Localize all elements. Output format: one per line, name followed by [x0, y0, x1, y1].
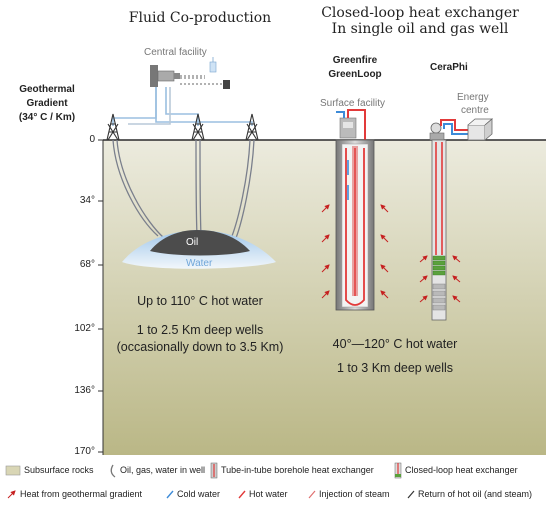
depth-tick-68: 68°	[79, 259, 95, 270]
heat-arrow-icon	[7, 490, 16, 499]
greenfire-label-line1: Greenfire	[332, 55, 378, 66]
surface-facility-label: Surface facility	[320, 98, 386, 109]
energy-centre-label-line1: Energy	[457, 92, 489, 103]
gradient-label-line2: Gradient	[26, 98, 68, 109]
steam-arrow-icon	[308, 490, 316, 499]
legend-return-oil: Return of hot oil (and steam)	[418, 489, 533, 499]
left-depth-note: (occasionally down to 3.5 Km)	[116, 340, 284, 354]
ceraphi-well	[431, 139, 447, 321]
derricks	[106, 113, 259, 141]
return-oil-arrow-icon	[407, 490, 415, 499]
central-facility-label: Central facility	[144, 47, 207, 58]
heat-arrows	[321, 204, 461, 303]
oil-label: Oil	[186, 237, 199, 248]
greenfire-surface	[336, 109, 366, 140]
title-fluid-coproduction: Fluid Co-production	[128, 10, 272, 26]
well-fluid-icon	[110, 464, 116, 478]
central-facility-icon	[150, 57, 230, 89]
depth-tick-102: 102°	[74, 323, 95, 334]
subsurface-rocks-icon	[5, 465, 21, 476]
left-wells	[112, 139, 255, 239]
greenfire-well	[335, 139, 375, 311]
left-temp-text: Up to 110° C hot water	[137, 294, 263, 308]
depth-tick-34: 34°	[79, 195, 95, 206]
legend-well-fluid: Oil, gas, water in well	[120, 465, 206, 475]
legend-tube-in-tube: Tube-in-tube borehole heat exchanger	[221, 465, 374, 475]
depth-tick-136: 136°	[74, 385, 95, 396]
title-closed-loop-line1: Closed-loop heat exchanger	[321, 5, 519, 21]
energy-centre-label-line2: centre	[461, 105, 489, 116]
subsurface-rocks	[103, 140, 546, 455]
surface-pipes-left	[112, 75, 253, 126]
right-temp-text: 40°—120° C hot water	[332, 337, 458, 351]
legend-subsurface-rocks: Subsurface rocks	[24, 465, 94, 475]
legend-heat: Heat from geothermal gradient	[20, 489, 143, 499]
water-label: Water	[186, 258, 213, 269]
title-closed-loop-line2: In single oil and gas well	[331, 21, 509, 37]
legend-cold-water: Cold water	[177, 489, 221, 499]
depth-tick-170: 170°	[74, 446, 95, 457]
legend-hot-water: Hot water	[249, 489, 288, 499]
cold-water-arrow-icon	[166, 490, 174, 499]
greenfire-label-line2: GreenLoop	[328, 69, 382, 80]
closed-loop-icon	[394, 462, 402, 479]
depth-tick-0: 0	[89, 134, 95, 145]
legend-steam: Injection of steam	[319, 489, 390, 499]
hot-water-arrow-icon	[238, 490, 246, 499]
left-depth-text: 1 to 2.5 Km deep wells	[136, 323, 264, 337]
tube-in-tube-icon	[210, 462, 218, 479]
legend-icons	[5, 462, 415, 499]
ceraphi-label: CeraPhi	[430, 62, 468, 73]
ceraphi-surface	[429, 118, 494, 141]
reservoir	[122, 230, 276, 269]
right-depth-text: 1 to 3 Km deep wells	[336, 361, 454, 375]
gradient-label-line1: Geothermal	[19, 84, 75, 95]
depth-tick-marks	[98, 139, 103, 453]
gradient-label-line3: (34° C / Km)	[18, 112, 76, 123]
legend-closed-loop: Closed-loop heat exchanger	[405, 465, 518, 475]
